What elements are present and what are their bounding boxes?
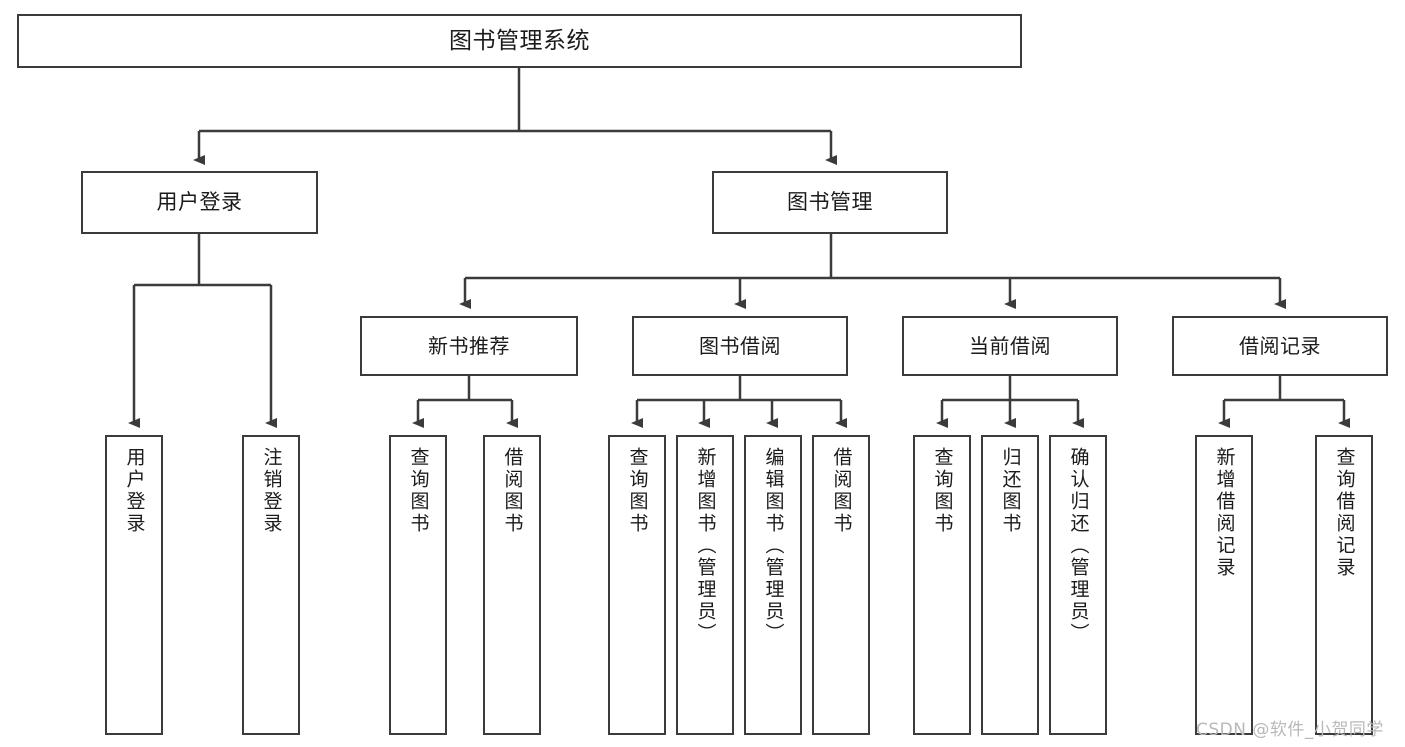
node-book-management-label: 图书管理: [787, 190, 873, 215]
node-leaf-return-book[interactable]: 归还图书: [981, 435, 1039, 735]
node-user-login[interactable]: 用户登录: [81, 171, 318, 234]
node-leaf-confirm-return[interactable]: 确认归还（管理员）: [1049, 435, 1107, 735]
node-leaf-query-book-2[interactable]: 查询图书: [608, 435, 666, 735]
node-borrow-record[interactable]: 借阅记录: [1172, 316, 1388, 376]
node-leaf-confirm-return-label: 确认归还（管理员）: [1067, 447, 1090, 645]
node-leaf-query-borrow-record-label: 查询借阅记录: [1333, 447, 1356, 579]
node-leaf-logout-login-label: 注销登录: [260, 447, 283, 535]
node-leaf-query-book-3[interactable]: 查询图书: [913, 435, 971, 735]
node-leaf-user-login[interactable]: 用户登录: [105, 435, 163, 735]
node-new-book-recommend-label: 新书推荐: [428, 333, 510, 358]
node-leaf-borrow-book-1-label: 借阅图书: [501, 447, 524, 535]
node-leaf-logout-login[interactable]: 注销登录: [242, 435, 300, 735]
node-leaf-edit-book[interactable]: 编辑图书（管理员）: [744, 435, 802, 735]
node-leaf-borrow-book-2[interactable]: 借阅图书: [812, 435, 870, 735]
node-book-borrow-label: 图书借阅: [699, 333, 781, 358]
node-leaf-user-login-label: 用户登录: [123, 447, 146, 535]
node-leaf-query-book-2-label: 查询图书: [626, 447, 649, 535]
node-user-login-label: 用户登录: [156, 190, 243, 215]
node-leaf-add-borrow-record[interactable]: 新增借阅记录: [1195, 435, 1253, 735]
node-book-management[interactable]: 图书管理: [712, 171, 948, 234]
node-leaf-query-book-3-label: 查询图书: [931, 447, 954, 535]
node-borrow-record-label: 借阅记录: [1239, 333, 1321, 358]
node-root-label: 图书管理系统: [449, 27, 590, 54]
node-leaf-query-book-1-label: 查询图书: [407, 447, 430, 535]
node-new-book-recommend[interactable]: 新书推荐: [360, 316, 578, 376]
node-current-borrow[interactable]: 当前借阅: [902, 316, 1118, 376]
node-leaf-add-book[interactable]: 新增图书（管理员）: [676, 435, 734, 735]
node-leaf-edit-book-label: 编辑图书（管理员）: [762, 447, 785, 645]
node-book-borrow[interactable]: 图书借阅: [632, 316, 848, 376]
node-leaf-add-book-label: 新增图书（管理员）: [694, 447, 717, 645]
node-leaf-return-book-label: 归还图书: [999, 447, 1022, 535]
watermark-text: CSDN @软件_小贺同学: [1196, 720, 1384, 740]
node-leaf-query-book-1[interactable]: 查询图书: [389, 435, 447, 735]
node-current-borrow-label: 当前借阅: [969, 333, 1051, 358]
node-leaf-borrow-book-2-label: 借阅图书: [830, 447, 853, 535]
node-leaf-borrow-book-1[interactable]: 借阅图书: [483, 435, 541, 735]
node-leaf-add-borrow-record-label: 新增借阅记录: [1213, 447, 1236, 579]
node-leaf-query-borrow-record[interactable]: 查询借阅记录: [1315, 435, 1373, 735]
node-root[interactable]: 图书管理系统: [17, 14, 1022, 68]
